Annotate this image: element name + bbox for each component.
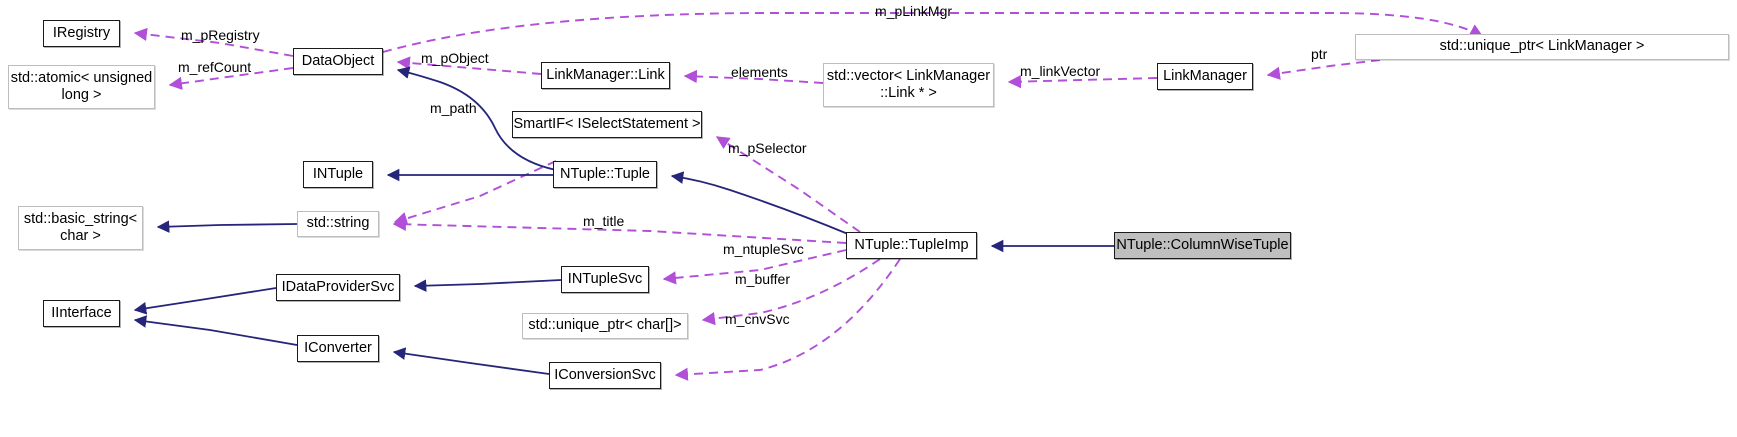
- node-linkmanager-link[interactable]: LinkManager::Link: [541, 62, 670, 89]
- node-iinterface[interactable]: IInterface: [43, 300, 120, 327]
- node-std-basic-string-char[interactable]: std::basic_string< char >: [18, 206, 143, 250]
- node-std-unique-ptr-char-array[interactable]: std::unique_ptr< char[]>: [522, 313, 688, 339]
- edge-label-m-title: m_title: [583, 213, 625, 229]
- node-intuplesvc[interactable]: INTupleSvc: [561, 266, 649, 293]
- edge-label-m-cnvSvc: m_cnvSvc: [725, 311, 790, 327]
- edge-iconverter-iinterface: [133, 315, 298, 346]
- node-dataobject[interactable]: DataObject: [293, 48, 383, 75]
- edge-label-m-ntupleSvc: m_ntupleSvc: [723, 241, 804, 257]
- node-iconversionsvc[interactable]: IConversionSvc: [549, 362, 661, 389]
- edge-label-m-path: m_path: [430, 100, 477, 116]
- node-ntuple-tuple[interactable]: NTuple::Tuple: [553, 161, 657, 188]
- node-iconverter[interactable]: IConverter: [297, 335, 379, 362]
- node-std-vector-linkmanager-link-ptr[interactable]: std::vector< LinkManager ::Link * >: [823, 63, 994, 107]
- edge-iconversionsvc-iconverter: [392, 347, 550, 375]
- node-smartif-iselectstatement[interactable]: SmartIF< ISelectStatement >: [512, 111, 702, 138]
- node-std-atomic-unsigned-long[interactable]: std::atomic< unsigned long >: [8, 65, 155, 109]
- edge-m-path: [393, 160, 557, 225]
- node-iregistry[interactable]: IRegistry: [43, 20, 120, 47]
- edge-ptr: [1266, 59, 1381, 80]
- node-std-string[interactable]: std::string: [297, 211, 379, 237]
- node-idataprovidersvc[interactable]: IDataProviderSvc: [276, 274, 400, 301]
- edge-tupleimp-tuple: [670, 171, 849, 235]
- edge-label-m-linkVector: m_linkVector: [1020, 63, 1101, 79]
- node-intuple[interactable]: INTuple: [303, 161, 373, 188]
- node-std-unique-ptr-linkmanager[interactable]: std::unique_ptr< LinkManager >: [1355, 34, 1729, 60]
- edge-label-m-buffer: m_buffer: [735, 271, 790, 287]
- edge-idps-iinterface: [133, 287, 277, 315]
- edge-label-elements: elements: [731, 64, 788, 80]
- node-ntuple-tupleimp[interactable]: NTuple::TupleImp: [846, 232, 977, 259]
- edge-label-m-pRegistry: m_pRegistry: [181, 27, 260, 43]
- edge-string-basicstring: [156, 220, 298, 233]
- edge-label-ptr: ptr: [1311, 46, 1328, 62]
- edge-label-m-pLinkMgr: m_pLinkMgr: [875, 3, 953, 19]
- edge-label-m-pObject: m_pObject: [421, 50, 489, 66]
- node-ntuple-columnwisetuple[interactable]: NTuple::ColumnWiseTuple: [1114, 232, 1291, 259]
- edge-intuplesvc-idps: [413, 279, 562, 292]
- edge-label-m-pSelector: m_pSelector: [728, 140, 807, 156]
- node-linkmanager[interactable]: LinkManager: [1157, 63, 1253, 90]
- edge-label-m-refCount: m_refCount: [178, 59, 252, 75]
